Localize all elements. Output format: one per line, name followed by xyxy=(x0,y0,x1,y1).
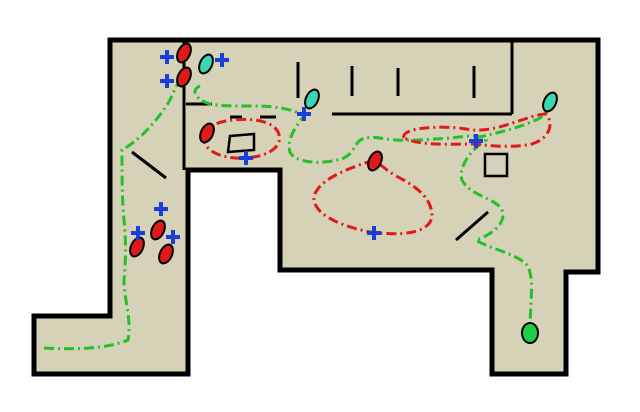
red-ellipse-marker xyxy=(176,66,192,88)
plus-icon xyxy=(367,226,381,240)
plus-icon xyxy=(469,134,483,148)
square-table xyxy=(483,152,509,178)
red-ellipse-marker xyxy=(158,243,174,265)
red-ellipse-marker xyxy=(199,122,215,144)
cyan-ellipse-marker xyxy=(198,53,214,75)
wall-diagonal-left xyxy=(131,150,167,180)
red-ellipse-marker xyxy=(150,219,166,241)
red-loop-upper-left xyxy=(202,117,281,160)
green-goal-marker xyxy=(521,322,539,344)
plus-icon xyxy=(297,107,311,121)
plus-icon xyxy=(131,226,145,240)
plus-icon xyxy=(239,151,253,165)
interior-walls xyxy=(131,42,514,242)
red-ellipse-marker xyxy=(129,236,145,258)
red-loop-center xyxy=(312,158,434,236)
red-loop-right xyxy=(402,112,552,148)
cyan-ellipse-marker xyxy=(304,88,320,110)
blue-plus-markers xyxy=(131,50,483,244)
red-trajectory-loops xyxy=(202,112,552,236)
furniture xyxy=(226,132,509,178)
red-ellipse-marker xyxy=(367,150,383,172)
red-markers xyxy=(129,42,383,265)
plus-icon xyxy=(154,202,168,216)
plus-icon xyxy=(160,50,174,64)
red-ellipse-marker xyxy=(176,42,192,64)
cyan-ellipse-marker xyxy=(542,91,558,113)
plus-icon xyxy=(215,53,229,67)
plus-icon xyxy=(166,230,180,244)
wall-diagonal-right xyxy=(455,210,489,242)
cyan-markers xyxy=(198,53,558,113)
small-table xyxy=(226,132,256,154)
plus-icon xyxy=(160,74,174,88)
